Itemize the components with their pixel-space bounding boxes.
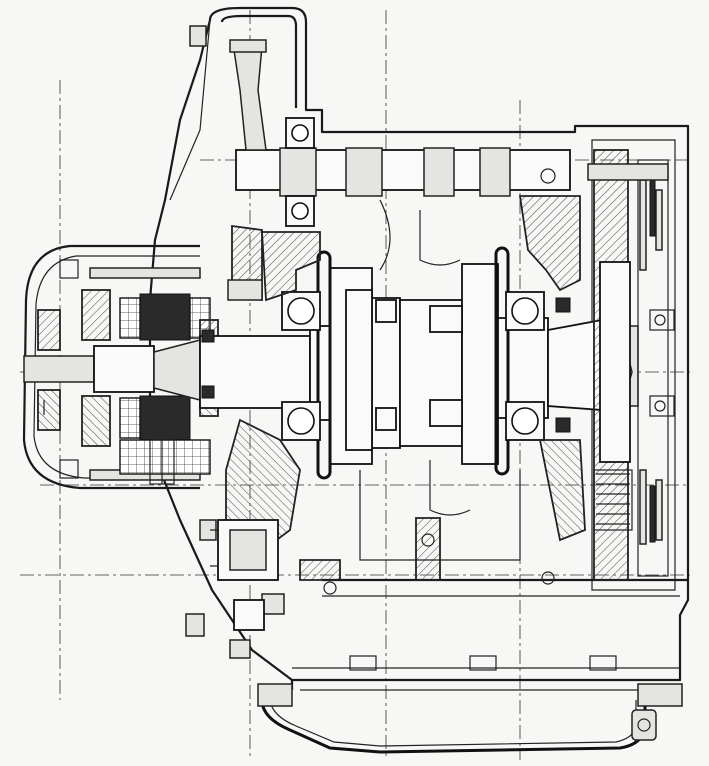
cam-follower xyxy=(227,39,267,302)
crank-webs xyxy=(316,246,510,480)
oil-sump xyxy=(257,655,683,754)
mounting-bosses xyxy=(185,25,555,659)
armature-shaft xyxy=(23,309,201,431)
oil-pump xyxy=(210,519,279,631)
generator-stator xyxy=(81,267,219,485)
camshaft xyxy=(235,117,571,227)
clutch-assembly xyxy=(587,149,675,581)
main-bearings xyxy=(281,291,545,441)
shaft-seals xyxy=(201,297,571,433)
